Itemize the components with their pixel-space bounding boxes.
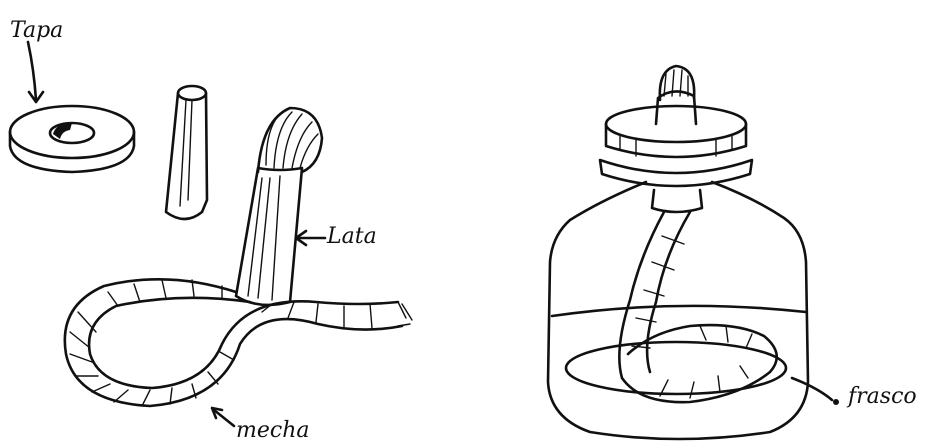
- tapa-arrow: [28, 42, 43, 102]
- wick-bundle-top: [258, 108, 322, 172]
- loose-tube: [166, 86, 207, 219]
- lata-tube: [236, 168, 302, 305]
- label-frasco: frasco: [848, 386, 917, 408]
- label-mecha: mecha: [236, 420, 310, 442]
- tapa-washer: [10, 106, 134, 172]
- wick-stub: [656, 66, 696, 124]
- frasco-arrow: [792, 378, 839, 405]
- frasco-jar: [548, 182, 808, 439]
- mecha-arrow: [212, 408, 234, 426]
- frasco-neck: [652, 190, 702, 212]
- lata-arrow: [296, 231, 325, 245]
- frasco-cap: [600, 106, 752, 186]
- label-lata: Lata: [327, 226, 377, 248]
- label-tapa: Tapa: [10, 20, 63, 42]
